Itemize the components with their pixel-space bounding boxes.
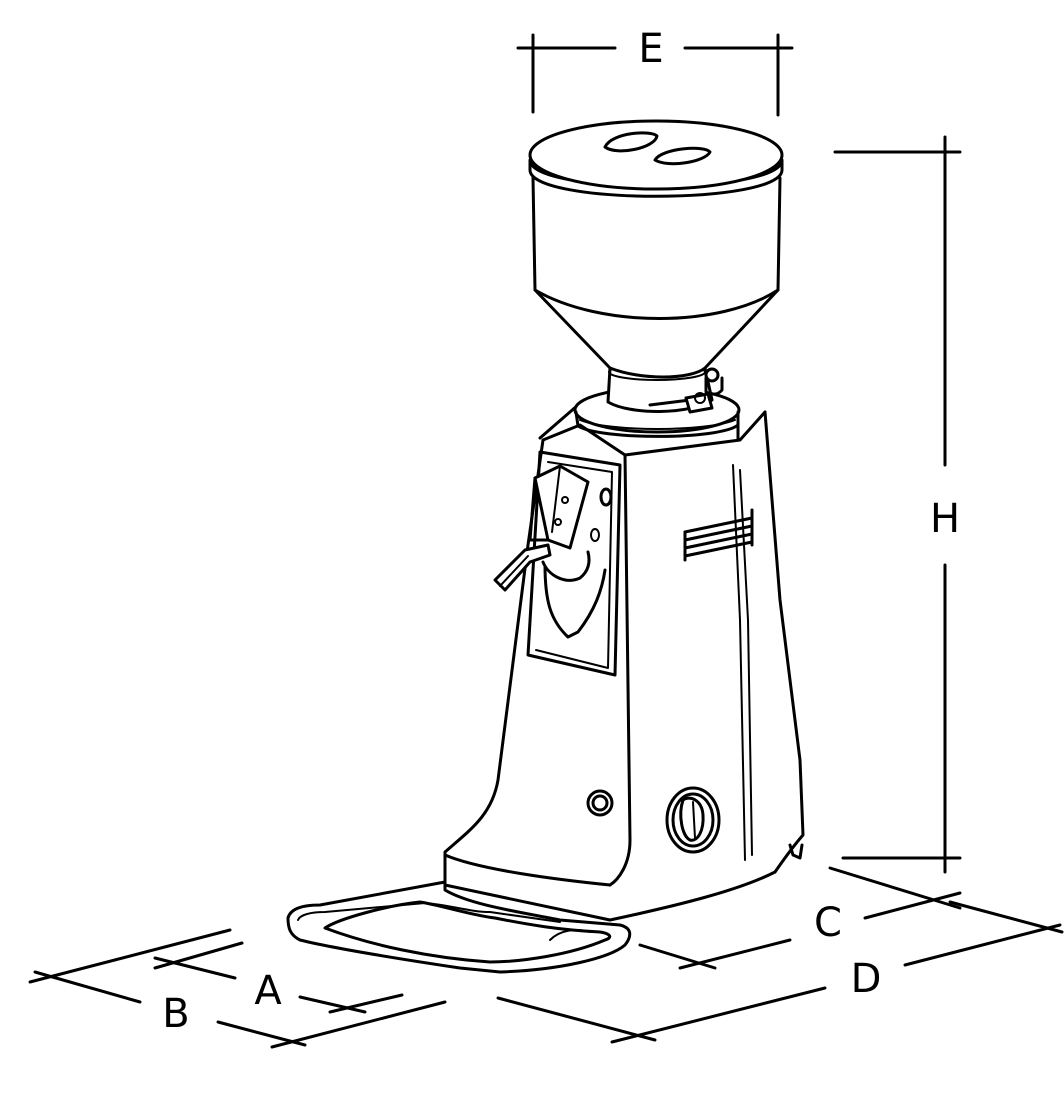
dim-label-a: A [254, 968, 282, 1014]
hopper-neck [606, 363, 724, 414]
controls [586, 786, 721, 854]
dispenser-panel [493, 450, 622, 677]
dim-label-c: C [814, 900, 842, 946]
drip-tray [286, 880, 632, 974]
dimension-lines [28, 33, 1064, 1049]
dim-label-d: D [851, 956, 882, 1002]
grinder-body [443, 403, 805, 922]
dim-label-b: B [162, 991, 189, 1037]
dim-label-e: E [638, 26, 663, 72]
side-vents [683, 508, 754, 562]
dim-label-h: H [930, 496, 960, 542]
dimension-labels: E H C D A B [162, 26, 960, 1037]
bean-hopper [528, 119, 784, 379]
